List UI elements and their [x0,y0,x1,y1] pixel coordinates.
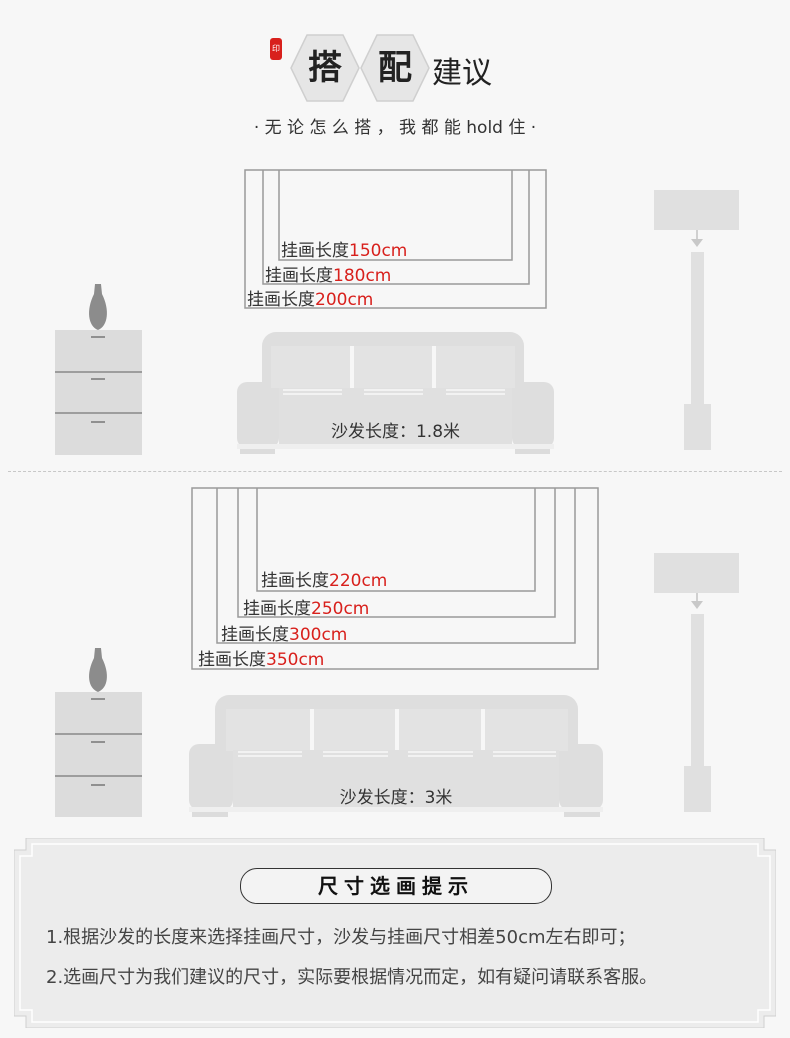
scene1-sofa-label: 沙发长度：1.8米 [330,422,461,442]
scene2-drawing [55,487,739,817]
scene1-frame-label-200: 挂画长度200cm [247,285,373,310]
section-divider [8,471,782,472]
scene1-drawing [55,169,739,455]
scene1-frame-label-180: 挂画长度180cm [265,261,391,286]
frame-size: 200cm [315,290,374,310]
frame-250cm [237,488,556,618]
stamp-text: 印 [272,44,280,53]
frame-size: 250cm [311,599,370,619]
scene2-sofa [189,695,603,817]
scene1-cabinet [55,284,142,455]
frame-size: 150cm [349,241,408,261]
frame-180cm [262,170,530,285]
scene1-floor-lamp [654,190,739,450]
frame-220cm [256,488,536,592]
subtitle: · 无 论 怎 么 搭 ， 我 都 能 hold 住 · [253,118,537,138]
scene2-frame-label-350: 挂画长度350cm [198,645,324,670]
frame-prefix: 挂画长度 [247,290,315,310]
scene1-frames [244,169,547,309]
scene2-sofa-label: 沙发长度：3米 [339,788,453,808]
frame-size: 220cm [329,571,388,591]
frame-350cm [191,487,599,670]
title-hex-1: 搭 [290,33,360,103]
scene2-frame-label-250: 挂画长度250cm [243,594,369,619]
scene2-floor-lamp [654,553,739,812]
tips-panel [14,838,776,1028]
title-rest: 建议 [432,56,492,91]
scene2-cabinet [55,648,142,817]
frame-prefix: 挂画长度 [221,625,289,645]
scene1-sofa [237,332,554,454]
frame-300cm [216,488,576,644]
frame-200cm [244,169,547,309]
frame-prefix: 挂画长度 [198,650,266,670]
frame-size: 350cm [266,650,325,670]
vase [89,284,107,330]
scene1-frame-label-150: 挂画长度150cm [281,236,407,261]
header-stamp: 印 [270,38,282,60]
title-char-1: 搭 [308,48,342,88]
frame-prefix: 挂画长度 [265,266,333,286]
title-hex-2: 配 [360,33,430,103]
frame-prefix: 挂画长度 [261,571,329,591]
scene2-frame-label-300: 挂画长度300cm [221,620,347,645]
frame-prefix: 挂画长度 [243,599,311,619]
frame-size: 300cm [289,625,348,645]
tips-title: 尺寸选画提示 [240,868,552,904]
scene2-frame-label-220: 挂画长度220cm [261,566,387,591]
frame-size: 180cm [333,266,392,286]
frame-prefix: 挂画长度 [281,241,349,261]
tip-line-1: 1.根据沙发的长度来选择挂画尺寸，沙发与挂画尺寸相差50cm左右即可； [46,927,636,948]
title-char-2: 配 [378,48,412,88]
vase [89,648,107,692]
tip-line-2: 2.选画尺寸为我们建议的尺寸，实际要根据情况而定，如有疑问请联系客服。 [46,967,658,988]
scene2-frames [191,487,599,670]
frame-150cm [278,170,513,261]
